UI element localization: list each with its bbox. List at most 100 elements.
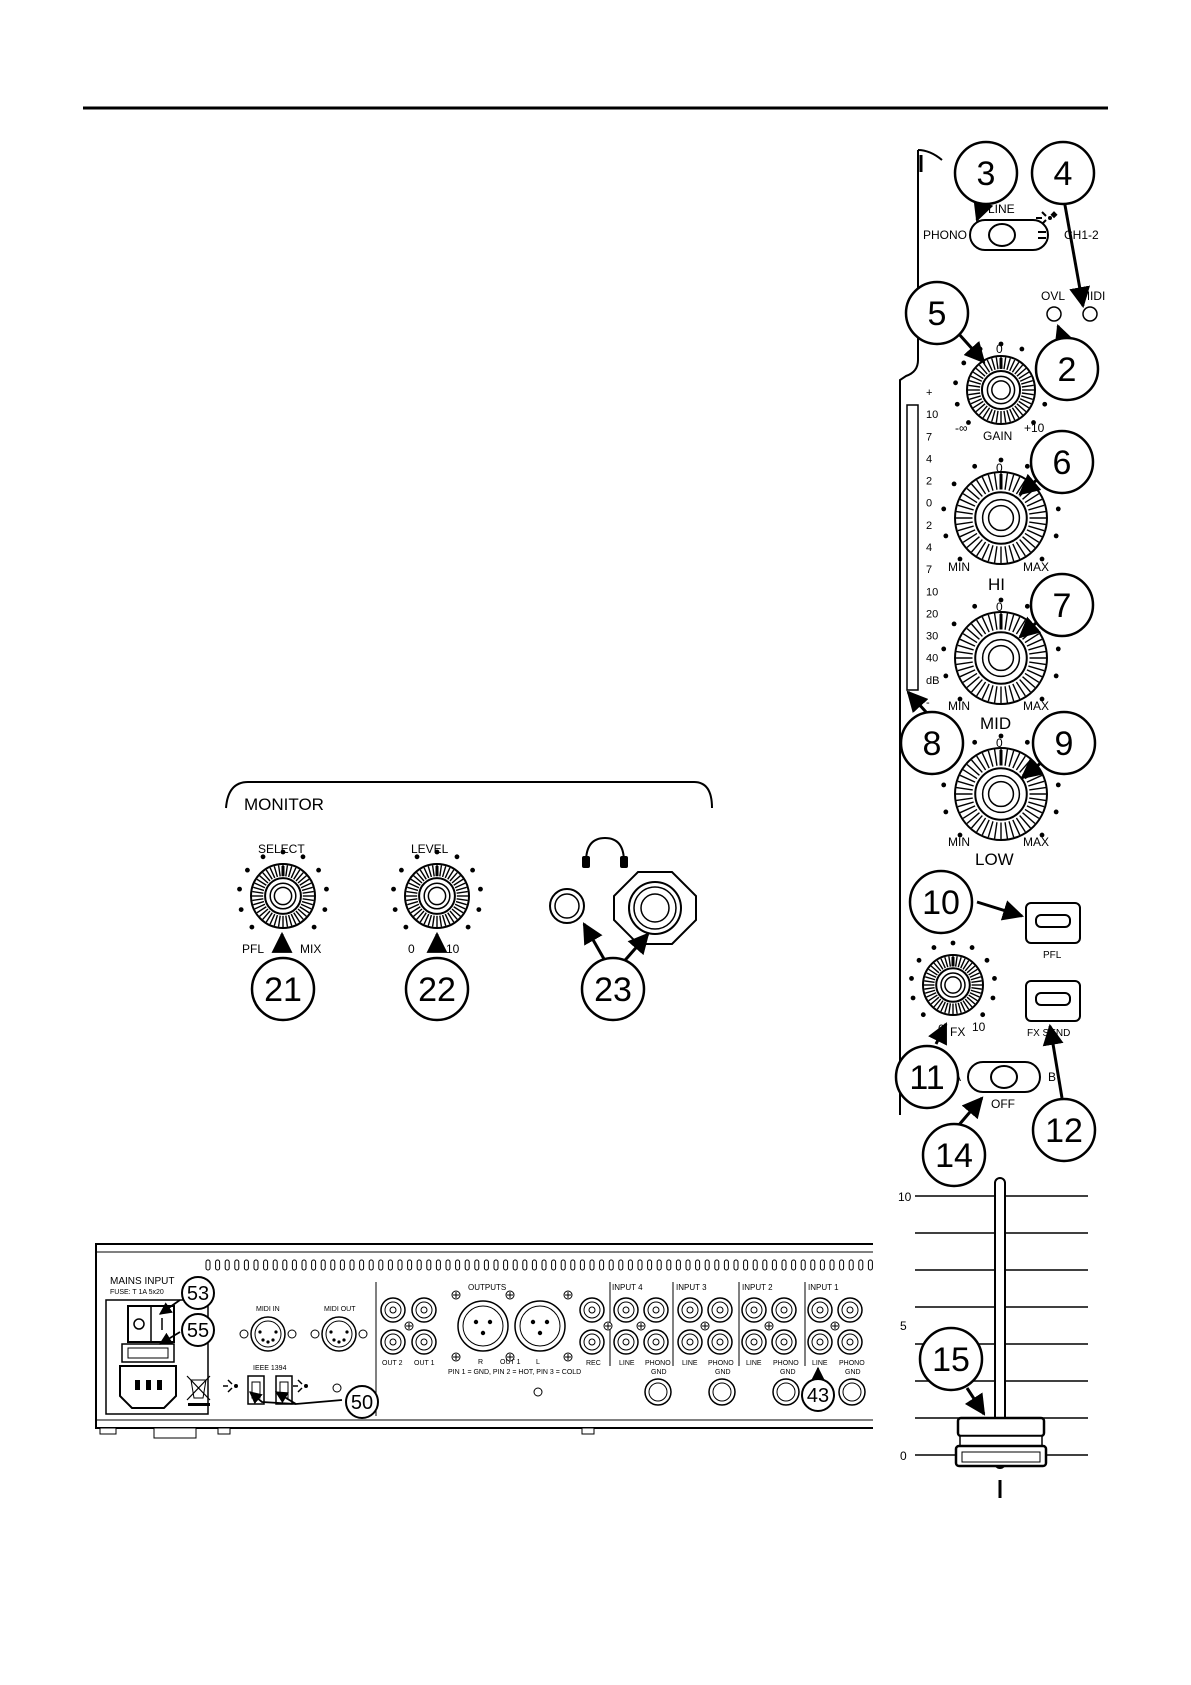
vent-slot bbox=[723, 1259, 729, 1271]
screw bbox=[603, 1321, 613, 1331]
input-4-phono-rca-bottom[interactable] bbox=[643, 1329, 669, 1355]
vent-slot bbox=[330, 1259, 336, 1271]
input-1-phono-rca-top[interactable] bbox=[837, 1297, 863, 1323]
input-3-phono-rca-bottom[interactable] bbox=[707, 1329, 733, 1355]
mid-max-label: MAX bbox=[1023, 699, 1049, 713]
vent-slot bbox=[359, 1259, 365, 1271]
channel-strip-outline bbox=[899, 150, 919, 1115]
meter-scale-label: 2 bbox=[926, 476, 932, 488]
meter-scale-label: 7 bbox=[926, 431, 932, 443]
ground-post[interactable] bbox=[708, 1378, 736, 1406]
hi-name-label: HI bbox=[988, 575, 1005, 594]
rear-panel-outline bbox=[95, 1243, 873, 1429]
monitor-title: MONITOR bbox=[244, 795, 324, 814]
vent-slot bbox=[512, 1259, 518, 1271]
screw bbox=[310, 1329, 320, 1339]
screw bbox=[830, 1321, 840, 1331]
ground-post[interactable] bbox=[772, 1378, 800, 1406]
input-1-line-rca-top[interactable] bbox=[807, 1297, 833, 1323]
input-2-phono-label: PHONO bbox=[773, 1360, 799, 1367]
vent-slot bbox=[541, 1259, 547, 1271]
callout-8: 8 bbox=[899, 710, 965, 776]
input-4-phono-label: PHONO bbox=[645, 1360, 671, 1367]
svg-text:21: 21 bbox=[264, 971, 302, 1009]
svg-text:43: 43 bbox=[807, 1385, 829, 1407]
mid-zero-label: 0 bbox=[996, 600, 1003, 614]
fuse-label: FUSE: T 1A 5x20 bbox=[110, 1289, 164, 1296]
input-3-line-rca-top[interactable] bbox=[677, 1297, 703, 1323]
vent-slot bbox=[522, 1259, 528, 1271]
callout-9: 9 bbox=[1031, 710, 1097, 776]
vent-slot bbox=[445, 1259, 451, 1271]
svg-text:14: 14 bbox=[935, 1137, 973, 1175]
screw bbox=[764, 1321, 774, 1331]
power-switch[interactable] bbox=[127, 1305, 175, 1343]
midi-out-port[interactable] bbox=[321, 1316, 357, 1352]
monitor-select-knob[interactable] bbox=[237, 849, 329, 930]
input-1-line-label: LINE bbox=[812, 1360, 828, 1367]
gain-knob[interactable] bbox=[953, 341, 1049, 425]
callout-50: 50 bbox=[345, 1385, 379, 1419]
screw bbox=[505, 1290, 515, 1300]
fx-send-button[interactable] bbox=[1025, 980, 1081, 1022]
xlr-l-label: L bbox=[536, 1359, 540, 1366]
rec-rca-bottom[interactable] bbox=[579, 1329, 605, 1355]
pfl-label: PFL bbox=[1043, 950, 1062, 961]
low-zero-label: 0 bbox=[996, 736, 1003, 750]
pfl-button[interactable] bbox=[1025, 902, 1081, 944]
svg-text:15: 15 bbox=[932, 1341, 970, 1379]
callout-12: 12 bbox=[1031, 1097, 1097, 1163]
input-4-phono-rca-top[interactable] bbox=[643, 1297, 669, 1323]
input-2-line-rca-bottom[interactable] bbox=[741, 1329, 767, 1355]
phono-line-switch[interactable] bbox=[969, 219, 1049, 251]
level-meter bbox=[906, 404, 919, 691]
hi-zero-label: 0 bbox=[996, 461, 1003, 475]
fader-cap[interactable] bbox=[954, 1416, 1048, 1468]
input-1-line-rca-bottom[interactable] bbox=[807, 1329, 833, 1355]
input-2-line-rca-top[interactable] bbox=[741, 1297, 767, 1323]
firewire-icon bbox=[293, 1379, 308, 1393]
input-4-line-rca-top[interactable] bbox=[613, 1297, 639, 1323]
vent-slot bbox=[455, 1259, 461, 1271]
out1-rca-top[interactable] bbox=[411, 1297, 437, 1323]
input-2-phono-rca-bottom[interactable] bbox=[771, 1329, 797, 1355]
callout-15: 15 bbox=[918, 1326, 984, 1392]
channel-label: CH1-2 bbox=[1064, 228, 1099, 242]
rec-label: REC bbox=[586, 1360, 601, 1367]
midi-in-port[interactable] bbox=[250, 1316, 286, 1352]
input-2-phono-rca-top[interactable] bbox=[771, 1297, 797, 1323]
screw bbox=[636, 1321, 646, 1331]
ground-post[interactable] bbox=[838, 1378, 866, 1406]
input-1-phono-rca-bottom[interactable] bbox=[837, 1329, 863, 1355]
iec-power-socket[interactable] bbox=[119, 1365, 177, 1409]
headphone-mini-jack[interactable] bbox=[549, 888, 585, 924]
firewire-port-1[interactable] bbox=[247, 1375, 265, 1405]
fx-send-knob[interactable] bbox=[909, 940, 997, 1018]
headphone-large-jack[interactable] bbox=[613, 871, 697, 945]
monitor-frame bbox=[225, 781, 713, 809]
out2-rca-top[interactable] bbox=[380, 1297, 406, 1323]
input-3-line-rca-bottom[interactable] bbox=[677, 1329, 703, 1355]
input-3-phono-rca-top[interactable] bbox=[707, 1297, 733, 1323]
gain-zero-label: 0 bbox=[996, 342, 1003, 356]
meter-scale-label: 0 bbox=[926, 498, 932, 510]
input-2-gnd-label: GND bbox=[780, 1369, 796, 1376]
out2-rca-bottom[interactable] bbox=[380, 1329, 406, 1355]
input-3-line-label: LINE bbox=[682, 1360, 698, 1367]
xlr-out-r[interactable] bbox=[457, 1300, 509, 1352]
vent-slot bbox=[282, 1259, 288, 1271]
rec-rca-top[interactable] bbox=[579, 1297, 605, 1323]
fx-name-label: FX bbox=[950, 1025, 965, 1039]
crossfader-assign-switch[interactable] bbox=[967, 1061, 1041, 1093]
monitor-level-knob[interactable] bbox=[391, 849, 483, 930]
xlr-out-l[interactable] bbox=[514, 1300, 566, 1352]
svg-text:5: 5 bbox=[928, 295, 947, 333]
ground-post[interactable] bbox=[644, 1378, 672, 1406]
fader-slot bbox=[994, 1177, 1006, 1469]
monitor-select-max: MIX bbox=[300, 942, 321, 956]
vent-slot bbox=[493, 1259, 499, 1271]
out1-rca-bottom[interactable] bbox=[411, 1329, 437, 1355]
input-4-line-rca-bottom[interactable] bbox=[613, 1329, 639, 1355]
vent-slot bbox=[589, 1259, 595, 1271]
